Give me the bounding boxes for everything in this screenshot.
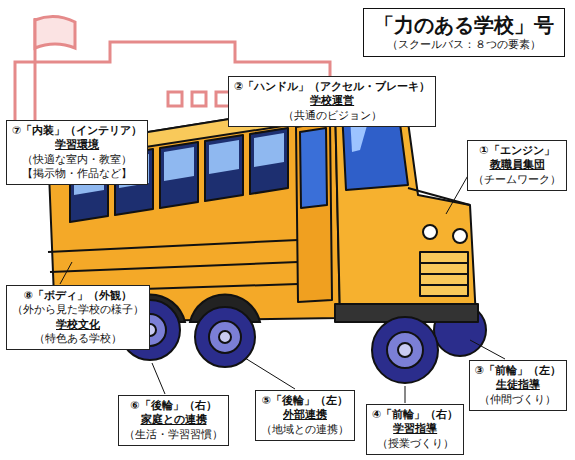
callout-text: 学校運営 — [234, 94, 430, 108]
callout-text: （チームワーク） — [473, 173, 561, 187]
callout-text: 家庭との連携 — [124, 413, 223, 427]
callout-heading: ②「ハンドル」（アクセル・ブレーキ） — [234, 80, 430, 94]
callout-text: （快適な室内・教室） — [12, 153, 142, 167]
callout-text: 学習環境 — [12, 138, 142, 152]
callout-text: 【掲示物・作品など】 — [12, 167, 142, 181]
callout-text: （共通のビジョン） — [234, 109, 430, 123]
callout-text: （生活・学習習慣） — [124, 428, 223, 442]
callout-box: ④「前輪」（右）学習指導（授業づくり） — [366, 404, 464, 455]
callout-heading: ⑤「後輪」（左） — [261, 394, 349, 408]
callout-text: （スクールバス：８つの要素） — [374, 38, 554, 52]
callout-text: （授業づくり） — [372, 437, 458, 451]
callout-box: ⑥「後輪」（右）家庭との連携（生活・学習習慣） — [118, 395, 229, 446]
callout-text: 生徒指導 — [475, 378, 561, 392]
callout-box: ⑧「ボディ」（外観）（外から見た学校の様子）学校文化（特色ある学校） — [6, 285, 150, 350]
callout-heading: ⑦「内装」（インテリア） — [12, 124, 142, 138]
callout-heading: ⑧「ボディ」（外観） — [12, 289, 144, 303]
callout-text: （地域との連携） — [261, 423, 349, 437]
wheel — [115, 294, 438, 383]
callout-box: ⑤「後輪」（左）外部連携（地域との連携） — [255, 390, 355, 441]
callout-heading: 「力のある学校」号 — [374, 13, 554, 38]
callout-box: ①「エンジン」教職員集団（チームワーク） — [467, 140, 567, 191]
title-box: 「力のある学校」号（スクールバス：８つの要素） — [363, 8, 565, 57]
callout-text: 学習指導 — [372, 422, 458, 436]
callout-text: （特色ある学校） — [12, 332, 144, 346]
callout-heading: ①「エンジン」 — [473, 144, 561, 158]
callout-text: （仲間づくり） — [475, 393, 561, 407]
callout-heading: ④「前輪」（右） — [372, 408, 458, 422]
callout-text: 教職員集団 — [473, 158, 561, 172]
callout-text: （外から見た学校の様子） — [12, 303, 144, 317]
callout-box: ③「前輪」（左）生徒指導（仲間づくり） — [469, 360, 567, 411]
callout-text: 学校文化 — [12, 318, 144, 332]
callout-heading: ⑥「後輪」（右） — [124, 399, 223, 413]
callout-heading: ③「前輪」（左） — [475, 364, 561, 378]
callout-box: ②「ハンドル」（アクセル・ブレーキ）学校運営（共通のビジョン） — [228, 76, 436, 127]
callout-box: ⑦「内装」（インテリア）学習環境（快適な室内・教室）【掲示物・作品など】 — [6, 120, 148, 185]
callout-text: 外部連携 — [261, 408, 349, 422]
